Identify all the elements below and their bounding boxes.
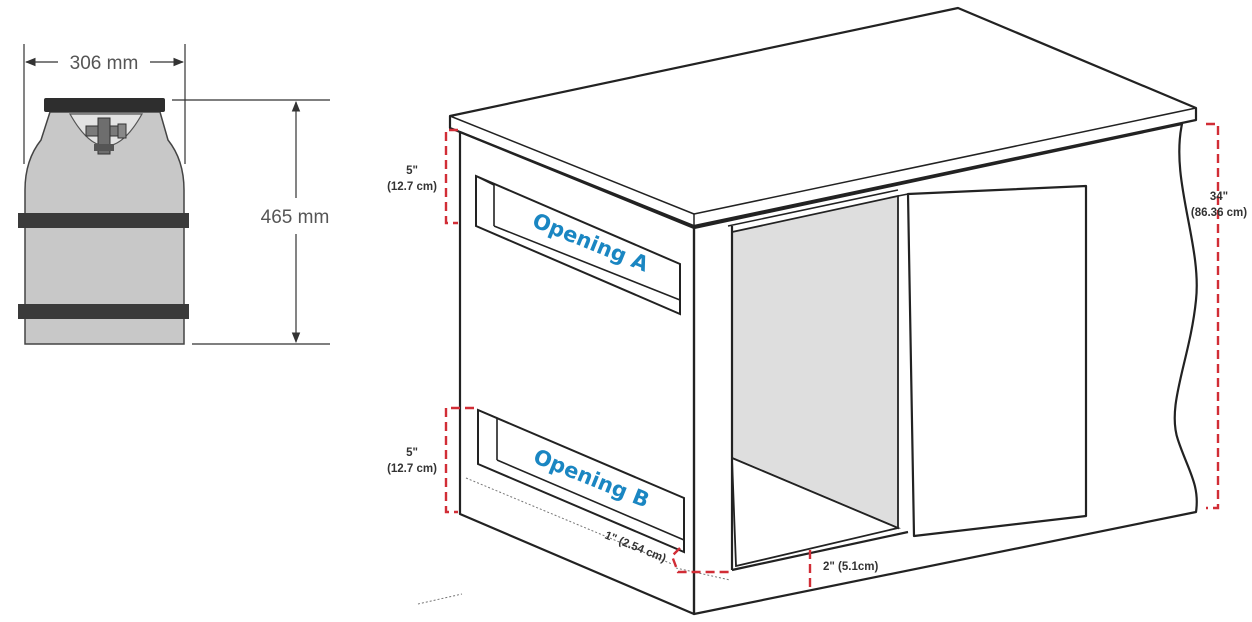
disposer-band-lower: [18, 304, 189, 319]
cabinet-height-in: 34": [1210, 191, 1228, 203]
cabinet-door: [906, 184, 1088, 538]
disposer-height-label: 465 mm: [261, 207, 330, 228]
opening-b-height-bracket: [444, 406, 474, 514]
opening-a-height-in: 5": [406, 165, 418, 177]
cabinet-front-panel: [692, 122, 1198, 616]
opening-b-height-cm: (12.7 cm): [387, 463, 437, 475]
disposer-drawing: 306 mm 465 mm: [18, 44, 330, 345]
cabinet-height-cm: (86.36 cm): [1191, 207, 1247, 219]
disposer-flange: [44, 98, 165, 112]
opening-b: Opening B: [477, 408, 685, 554]
floor-gap-label: 2" (5.1cm): [823, 561, 878, 573]
cabinet-interior-floor: [731, 456, 901, 568]
opening-a-height-bracket: [444, 128, 458, 225]
bottom-offset-bracket: [670, 547, 730, 574]
cabinet-height-bracket: [1206, 122, 1220, 510]
disposer-band-upper: [18, 213, 189, 228]
disposer-width-label: 306 mm: [70, 53, 139, 74]
countertop: [448, 6, 1198, 228]
opening-a-height-cm: (12.7 cm): [387, 181, 437, 193]
disposer-inlet-fitting: [85, 117, 127, 155]
opening-b-height-in: 5": [406, 447, 418, 459]
cabinet-drawing: Opening A Opening B 5" (12.7 cm) 5" (12.…: [387, 6, 1247, 616]
